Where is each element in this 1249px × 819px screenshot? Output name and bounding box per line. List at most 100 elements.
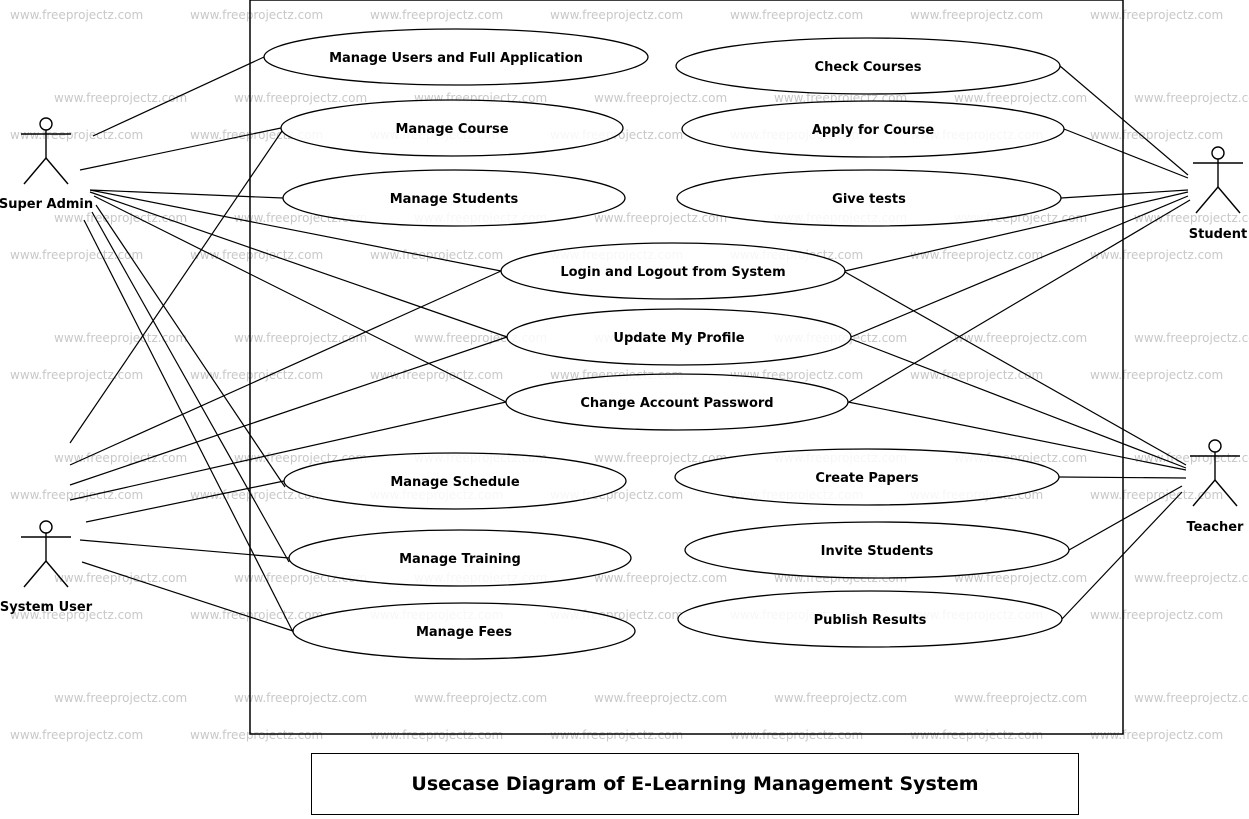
use-case-manage-students: Manage Students (282, 169, 626, 227)
diagram-caption: Usecase Diagram of E-Learning Management… (411, 773, 979, 795)
use-case-manage-fees: Manage Fees (292, 602, 636, 660)
association-line (848, 199, 1191, 403)
association-line (1063, 128, 1189, 179)
watermark-text: www.freeprojectz.com (954, 331, 1087, 345)
watermark-text: www.freeprojectz.com (910, 8, 1043, 22)
stick-figure-icon (1193, 146, 1243, 214)
watermark-text: www.freeprojectz.com (234, 691, 367, 705)
association-line (850, 338, 1187, 469)
watermark-text: www.freeprojectz.com (550, 728, 683, 742)
association-line (1060, 189, 1189, 199)
use-case-ellipse (283, 452, 627, 510)
watermark-text: www.freeprojectz.com (1134, 211, 1249, 225)
association-line (1068, 485, 1183, 551)
watermark-text: www.freeprojectz.com (54, 211, 187, 225)
watermark-text: www.freeprojectz.com (954, 691, 1087, 705)
actor-system-user: System User (0, 520, 93, 615)
watermark-text: www.freeprojectz.com (1134, 451, 1249, 465)
system-boundary (249, 0, 1124, 735)
use-case-label: Manage Training (399, 552, 521, 567)
use-case-label: Publish Results (814, 613, 927, 628)
use-case-label: Update My Profile (613, 331, 744, 346)
watermark-text: www.freeprojectz.com (1134, 691, 1249, 705)
association-line (844, 271, 1187, 466)
actor-super-admin: Super Admin (0, 117, 93, 212)
watermark-text: www.freeprojectz.com (910, 728, 1043, 742)
use-case-ellipse (505, 373, 849, 431)
stick-figure-icon (21, 117, 71, 185)
watermark-text: www.freeprojectz.com (10, 608, 143, 622)
use-case-manage-schedule: Manage Schedule (283, 452, 627, 510)
watermark-text: www.freeprojectz.com (54, 571, 187, 585)
watermark-text: www.freeprojectz.com (550, 8, 683, 22)
use-case-label: Apply for Course (812, 123, 935, 138)
use-case-ellipse (677, 590, 1063, 648)
watermark-text: www.freeprojectz.com (190, 368, 323, 382)
use-case-manage-users: Manage Users and Full Application (263, 28, 649, 86)
use-case-ellipse (282, 169, 626, 227)
watermark-text: www.freeprojectz.com (954, 571, 1087, 585)
watermark-text: www.freeprojectz.com (234, 331, 367, 345)
watermark-text: www.freeprojectz.com (1134, 91, 1249, 105)
watermark-text: www.freeprojectz.com (54, 331, 187, 345)
association-line (1059, 65, 1189, 176)
association-line (844, 191, 1189, 272)
watermark-text: www.freeprojectz.com (774, 691, 907, 705)
actor-teacher: Teacher (1187, 439, 1245, 535)
use-case-label: Manage Students (390, 192, 519, 207)
use-case-create-papers: Create Papers (674, 448, 1060, 506)
use-case-check-courses: Check Courses (675, 37, 1061, 95)
actor-student: Student (1189, 146, 1247, 242)
use-case-ellipse (500, 242, 846, 300)
association-line (79, 539, 290, 559)
watermark-text: www.freeprojectz.com (954, 91, 1087, 105)
association-line (92, 56, 265, 137)
use-case-label: Manage Users and Full Application (329, 51, 583, 66)
watermark-text: www.freeprojectz.com (1090, 608, 1223, 622)
watermark-text: www.freeprojectz.com (10, 128, 143, 142)
association-line (1058, 476, 1187, 479)
association-line (69, 270, 502, 466)
watermark-text: www.freeprojectz.com (10, 248, 143, 262)
watermark-text: www.freeprojectz.com (594, 451, 727, 465)
use-case-change-password: Change Account Password (505, 373, 849, 431)
watermark-text: www.freeprojectz.com (10, 488, 143, 502)
association-line (89, 189, 502, 272)
watermark-layer: www.freeprojectz.com www.freeprojectz.com… (10, 8, 1249, 742)
watermark-text: www.freeprojectz.com (594, 211, 727, 225)
use-case-label: Give tests (832, 192, 906, 207)
use-case-label: Create Papers (815, 471, 919, 486)
watermark-text: www.freeprojectz.com (1134, 331, 1249, 345)
association-line (81, 561, 294, 632)
actor-label: Teacher (1187, 520, 1245, 535)
watermark-text: www.freeprojectz.com (190, 8, 323, 22)
actor-label: System User (0, 600, 93, 615)
use-case-invite-students: Invite Students (684, 521, 1070, 579)
use-case-ellipse (674, 448, 1060, 506)
use-case-ellipse (288, 529, 632, 587)
use-case-ellipse (292, 602, 636, 660)
watermark-text: www.freeprojectz.com (1090, 128, 1223, 142)
watermark-text: www.freeprojectz.com (54, 691, 187, 705)
use-case-label: Manage Course (395, 122, 508, 137)
watermark-text: www.freeprojectz.com (10, 728, 143, 742)
use-case-publish-results: Publish Results (677, 590, 1063, 648)
watermark-text: www.freeprojectz.com (370, 8, 503, 22)
association-line (85, 480, 285, 523)
use-case-give-tests: Give tests (676, 169, 1062, 227)
watermark-text: www.freeprojectz.com (594, 571, 727, 585)
association-line (847, 401, 1187, 471)
association-line (89, 191, 508, 338)
association-line (69, 336, 508, 486)
watermark-text: www.freeprojectz.com (414, 691, 547, 705)
watermark-text: www.freeprojectz.com (594, 691, 727, 705)
watermark-text: www.freeprojectz.com (190, 248, 323, 262)
watermark-text: www.freeprojectz.com (1090, 8, 1223, 22)
watermark-text: www.freeprojectz.com (1134, 571, 1249, 585)
watermark-text: www.freeprojectz.com (190, 488, 323, 502)
use-case-label: Change Account Password (580, 396, 773, 411)
use-case-layer: Manage Users and Full ApplicationManage … (263, 28, 1070, 660)
use-case-ellipse (263, 28, 649, 86)
